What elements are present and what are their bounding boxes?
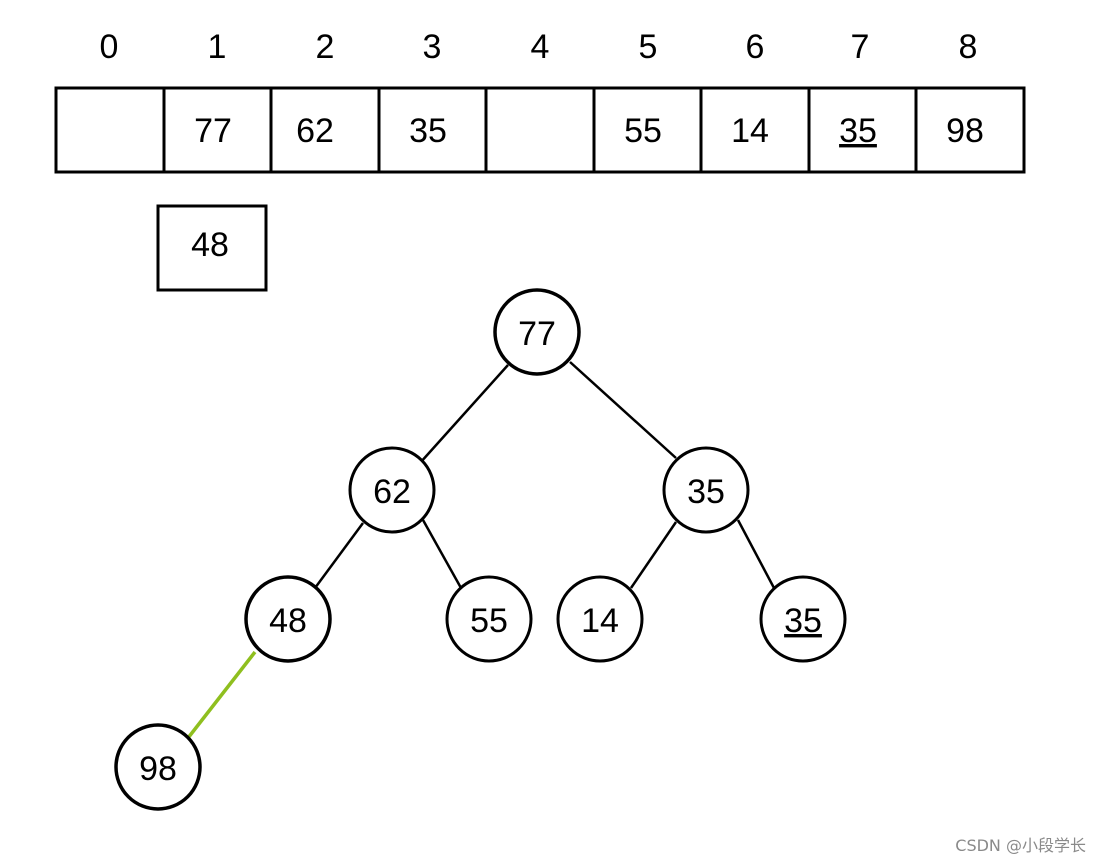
array-row: 77 62 35 55 14 35 98 — [54, 86, 1026, 174]
tree-node: 98 — [114, 723, 202, 811]
node-circle — [348, 446, 436, 534]
node-value: 55 — [470, 602, 508, 640]
tree-node: 62 — [348, 446, 436, 534]
node-circle — [759, 575, 847, 663]
tree-edges — [186, 361, 776, 740]
node-circle — [114, 723, 202, 811]
tree-edge — [569, 361, 677, 459]
node-value: 77 — [518, 315, 556, 353]
temp-box-value: 48 — [191, 226, 229, 264]
tree-node: 35 — [662, 446, 750, 534]
index-label-1: 1 — [208, 28, 227, 66]
array-cell-3: 35 — [409, 112, 447, 150]
node-circle — [493, 288, 581, 376]
index-label-5: 5 — [639, 28, 658, 66]
node-value: 62 — [373, 473, 411, 511]
node-value: 35 — [687, 473, 725, 511]
node-circle — [244, 575, 332, 663]
tree-node: 14 — [556, 575, 644, 663]
array-cell-6: 14 — [731, 112, 769, 150]
index-label-0: 0 — [100, 28, 119, 66]
array-cell-1: 77 — [194, 112, 232, 150]
tree-edge — [419, 364, 509, 464]
node-value: 35 — [784, 602, 822, 640]
tree-nodes: 77 62 35 48 55 14 35 98 — [114, 288, 847, 811]
node-value: 48 — [269, 602, 307, 640]
temp-box-outline — [156, 204, 268, 292]
array-cell-8: 98 — [946, 112, 984, 150]
node-value: 14 — [581, 602, 619, 640]
tree-node: 48 — [244, 575, 332, 663]
tree-edge — [421, 519, 463, 589]
array-cell-5: 55 — [624, 112, 662, 150]
node-circle — [662, 446, 750, 534]
node-circle — [556, 575, 644, 663]
array-cell-7: 35 — [839, 112, 877, 150]
index-label-4: 4 — [531, 28, 550, 66]
index-label-8: 8 — [959, 28, 978, 66]
tree-edge-highlight — [186, 650, 257, 740]
watermark: CSDN @小段学长 — [955, 836, 1086, 855]
tree-edge — [313, 522, 365, 589]
temp-box: 48 — [156, 204, 268, 292]
tree-edge — [629, 521, 678, 589]
array-outline — [54, 86, 1026, 174]
index-label-7: 7 — [851, 28, 870, 66]
index-label-2: 2 — [316, 28, 335, 66]
array-index-labels: 0 1 2 3 4 5 6 7 8 — [100, 28, 978, 66]
index-label-6: 6 — [746, 28, 765, 66]
index-label-3: 3 — [423, 28, 442, 66]
node-value: 98 — [139, 750, 177, 788]
array-cell-2: 62 — [296, 112, 334, 150]
tree-node: 35 — [759, 575, 847, 663]
node-circle — [445, 575, 533, 663]
tree-node: 77 — [493, 288, 581, 376]
tree-node: 55 — [445, 575, 533, 663]
tree-edge — [736, 519, 776, 589]
